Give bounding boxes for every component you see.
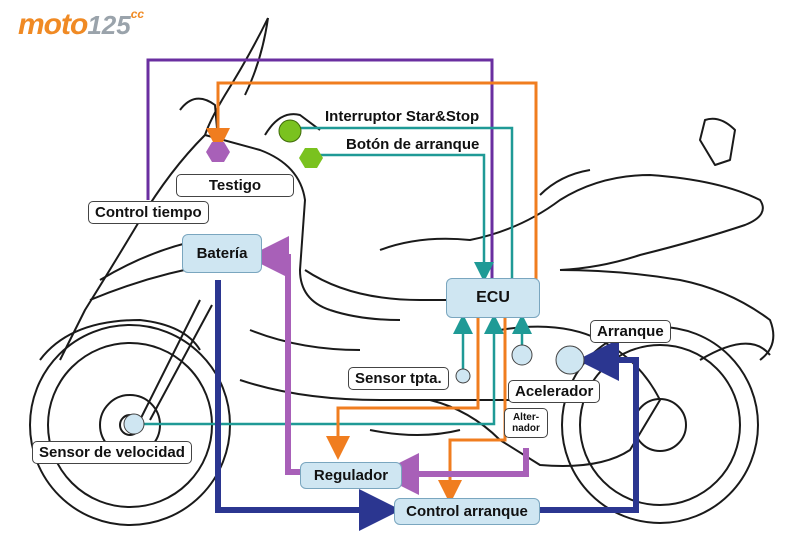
wire-ecu-regulador <box>326 318 480 460</box>
bateria-box: Batería <box>182 234 262 273</box>
label-control-tiempo: Control tiempo <box>88 201 209 224</box>
label-alternador-line2: nador <box>512 423 540 434</box>
wire-interruptor-ecu <box>290 126 514 280</box>
label-boton: Botón de arranque <box>346 136 480 153</box>
wire-bateria-control <box>215 280 401 531</box>
label-testigo: Testigo <box>176 174 294 197</box>
logo-num: 125 <box>87 10 131 40</box>
label-interruptor: Interruptor Star&Stop <box>325 108 480 125</box>
control-arranque-box: Control arranque <box>394 498 540 525</box>
label-arranque: Arranque <box>590 320 671 343</box>
ecu-box: ECU <box>446 278 540 318</box>
label-acelerador: Acelerador <box>508 380 601 403</box>
label-sensor-tpta: Sensor tpta. <box>348 367 449 390</box>
sensor-tpta-marker <box>455 368 471 384</box>
label-sensor-velocidad: Sensor de velocidad <box>32 441 192 464</box>
wire-velocidad-ecu <box>135 314 504 426</box>
wire-ecu-control-arranque <box>438 318 507 504</box>
logo-cc: cc <box>130 7 145 21</box>
wire-regulador-bateria <box>247 236 300 475</box>
wire-control-arranque <box>530 339 639 513</box>
interruptor-marker <box>278 119 302 143</box>
label-alternador-line1: Alter- <box>512 412 540 423</box>
regulador-box: Regulador <box>300 462 402 489</box>
label-alternador: Alter- nador <box>504 408 548 438</box>
testigo-marker <box>206 142 230 162</box>
wire-ecu-testigo <box>206 81 538 282</box>
sensor-velocidad-marker <box>123 413 145 435</box>
scooter-outline <box>29 17 775 526</box>
wire-alternador-regulador <box>377 448 529 495</box>
boton-marker <box>299 148 323 168</box>
arranque-marker <box>555 345 585 375</box>
wire-boton-ecu <box>320 153 494 282</box>
acelerador-marker <box>511 344 533 366</box>
wire-control-tiempo <box>146 58 494 280</box>
logo-moto: moto <box>18 8 88 41</box>
moto125-logo: moto125cc <box>18 7 145 42</box>
